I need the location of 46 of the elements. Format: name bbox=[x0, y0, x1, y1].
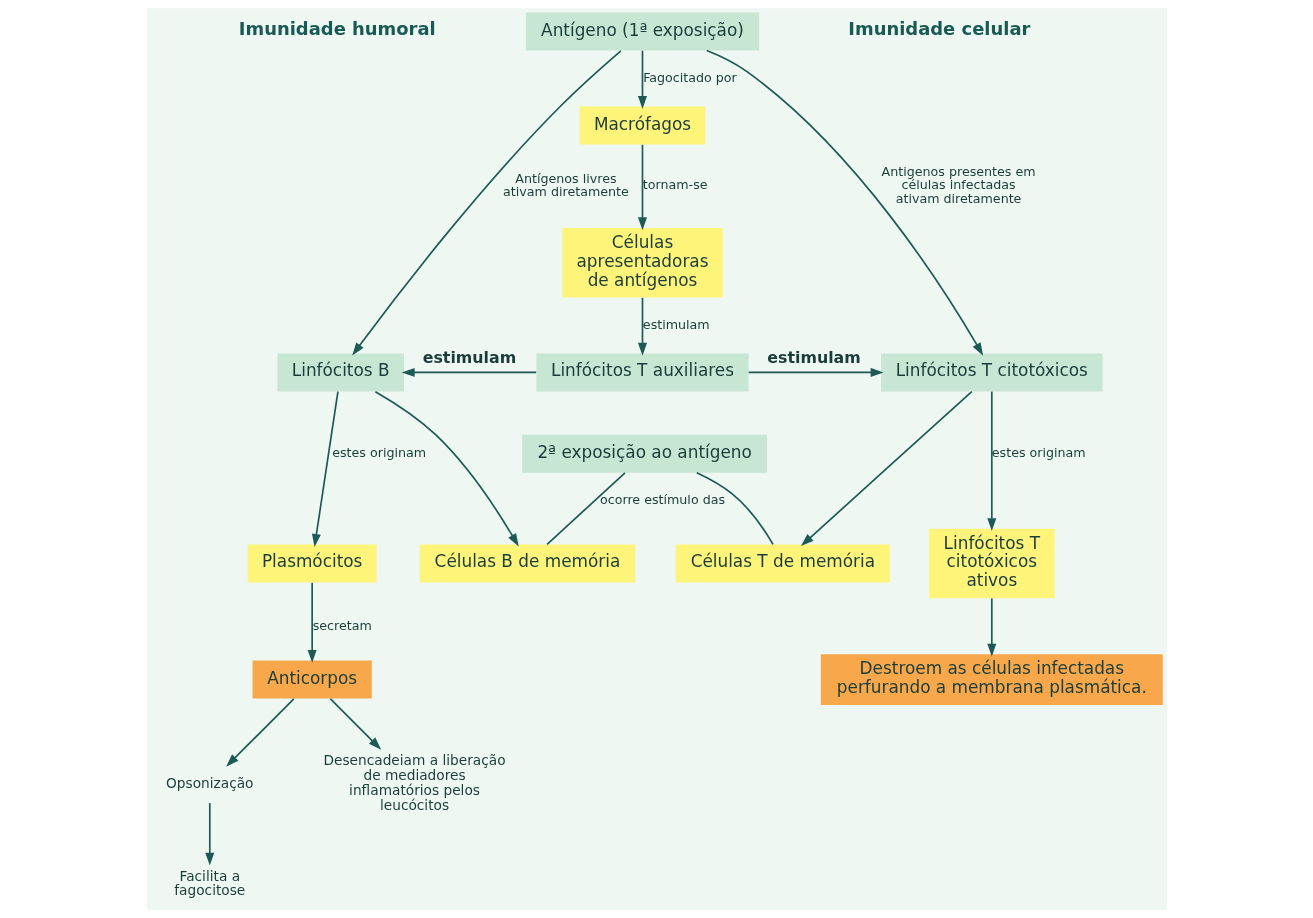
node-text: Desencadeiam a liberação de mediadores inflamatórios pelos leucócitos bbox=[323, 752, 506, 813]
connector bbox=[545, 471, 626, 546]
arrow bbox=[401, 367, 537, 377]
edge-label: secretam bbox=[312, 617, 372, 633]
arrow bbox=[705, 49, 983, 356]
edge-label: estes originam bbox=[331, 444, 426, 460]
connector bbox=[695, 471, 774, 546]
arrow bbox=[329, 698, 381, 750]
arrow bbox=[747, 367, 883, 377]
node-text: Opsonização bbox=[165, 774, 253, 791]
arrow bbox=[986, 597, 996, 657]
node-box: Células T de memória bbox=[675, 544, 890, 583]
arrow bbox=[637, 296, 647, 356]
node-text: Facilita a fagocitose bbox=[173, 867, 245, 899]
node-box: Células B de memória bbox=[419, 544, 635, 583]
node-box: Linfócitos T citotóxicos ativos bbox=[928, 528, 1055, 599]
label: Imunidade humoral bbox=[238, 17, 436, 39]
node-box: Linfócitos B bbox=[276, 353, 404, 392]
arrow bbox=[637, 143, 647, 231]
arrow bbox=[374, 390, 519, 547]
edge-label: estimulam bbox=[422, 347, 516, 367]
edge-label: tornam-se bbox=[642, 177, 708, 193]
edge-label: Antigenos presentes em células infectadas ativam diretamente bbox=[881, 163, 1036, 207]
edge-label: Fagocitado por bbox=[642, 69, 737, 85]
node-box: Destroem as células infectadas perfurando a membrana plasmática. bbox=[820, 654, 1163, 705]
edge-label: estimulam bbox=[766, 347, 861, 367]
arrow bbox=[637, 49, 647, 109]
arrow bbox=[986, 390, 996, 532]
arrow bbox=[351, 50, 622, 356]
edge-label: Antígenos livres ativam diretamente bbox=[502, 170, 629, 200]
edge-label: ocorre estímulo das bbox=[599, 491, 725, 507]
node-box: 2ª exposição ao antígeno bbox=[521, 434, 767, 473]
label: Imunidade celular bbox=[847, 17, 1030, 39]
node-box: Linfócitos T auxiliares bbox=[535, 353, 749, 392]
arrow bbox=[307, 582, 317, 663]
node-box: Plasmócitos bbox=[247, 544, 377, 583]
node-box: Linfócitos T citotóxicos bbox=[880, 353, 1103, 392]
edge-label: estimulam bbox=[642, 316, 710, 332]
arrow bbox=[800, 390, 973, 547]
arrow bbox=[225, 698, 295, 767]
node-box: Anticorpos bbox=[252, 660, 372, 699]
node-box: Antígeno (1ª exposição) bbox=[525, 12, 759, 51]
node-box: Macrófagos bbox=[579, 106, 705, 145]
arrow bbox=[311, 390, 339, 547]
arrow bbox=[204, 802, 214, 866]
node-box: Células apresentadoras de antígenos bbox=[561, 227, 723, 298]
